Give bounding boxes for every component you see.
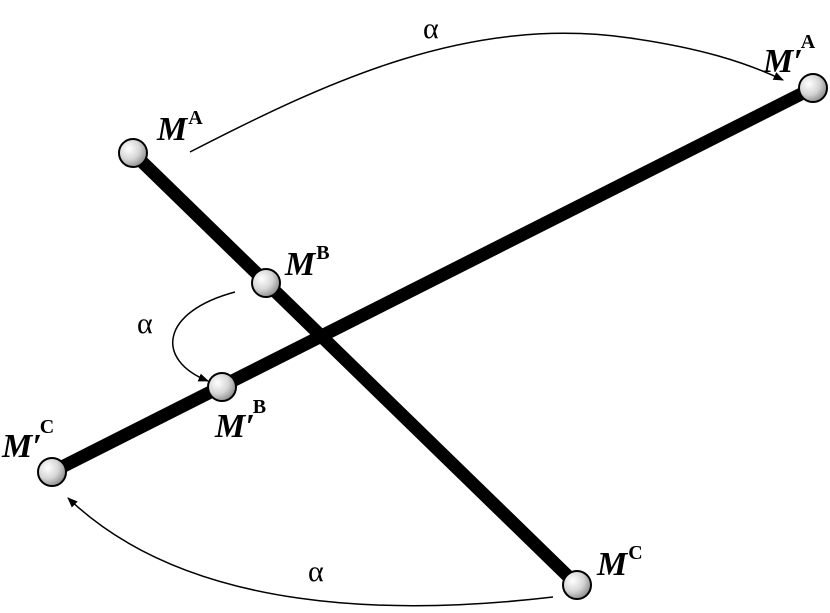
node-m-c	[562, 570, 592, 600]
label-m-c: MC	[596, 542, 643, 583]
node-m-prime-b	[207, 372, 237, 402]
label-m-prime-c: M′C	[1, 416, 54, 465]
bottom-rotation-arrow	[67, 497, 554, 607]
rotated-bar	[49, 82, 816, 478]
label-m-a: MA	[156, 107, 203, 148]
label-m-prime-b: M′B	[214, 396, 266, 445]
node-m-a	[118, 138, 148, 168]
alpha-label-middle: α	[137, 307, 153, 340]
alpha-label-top: α	[423, 12, 439, 45]
node-m-prime-a	[798, 73, 828, 103]
top-rotation-arrow	[189, 32, 784, 153]
original-bar	[128, 148, 582, 590]
middle-rotation-arrow	[172, 291, 236, 382]
node-m-prime-c	[37, 457, 67, 487]
label-m-b: MB	[284, 242, 330, 283]
label-m-prime-a: M′A	[762, 31, 816, 80]
alpha-label-bottom: α	[308, 555, 324, 588]
node-m-b	[251, 268, 281, 298]
